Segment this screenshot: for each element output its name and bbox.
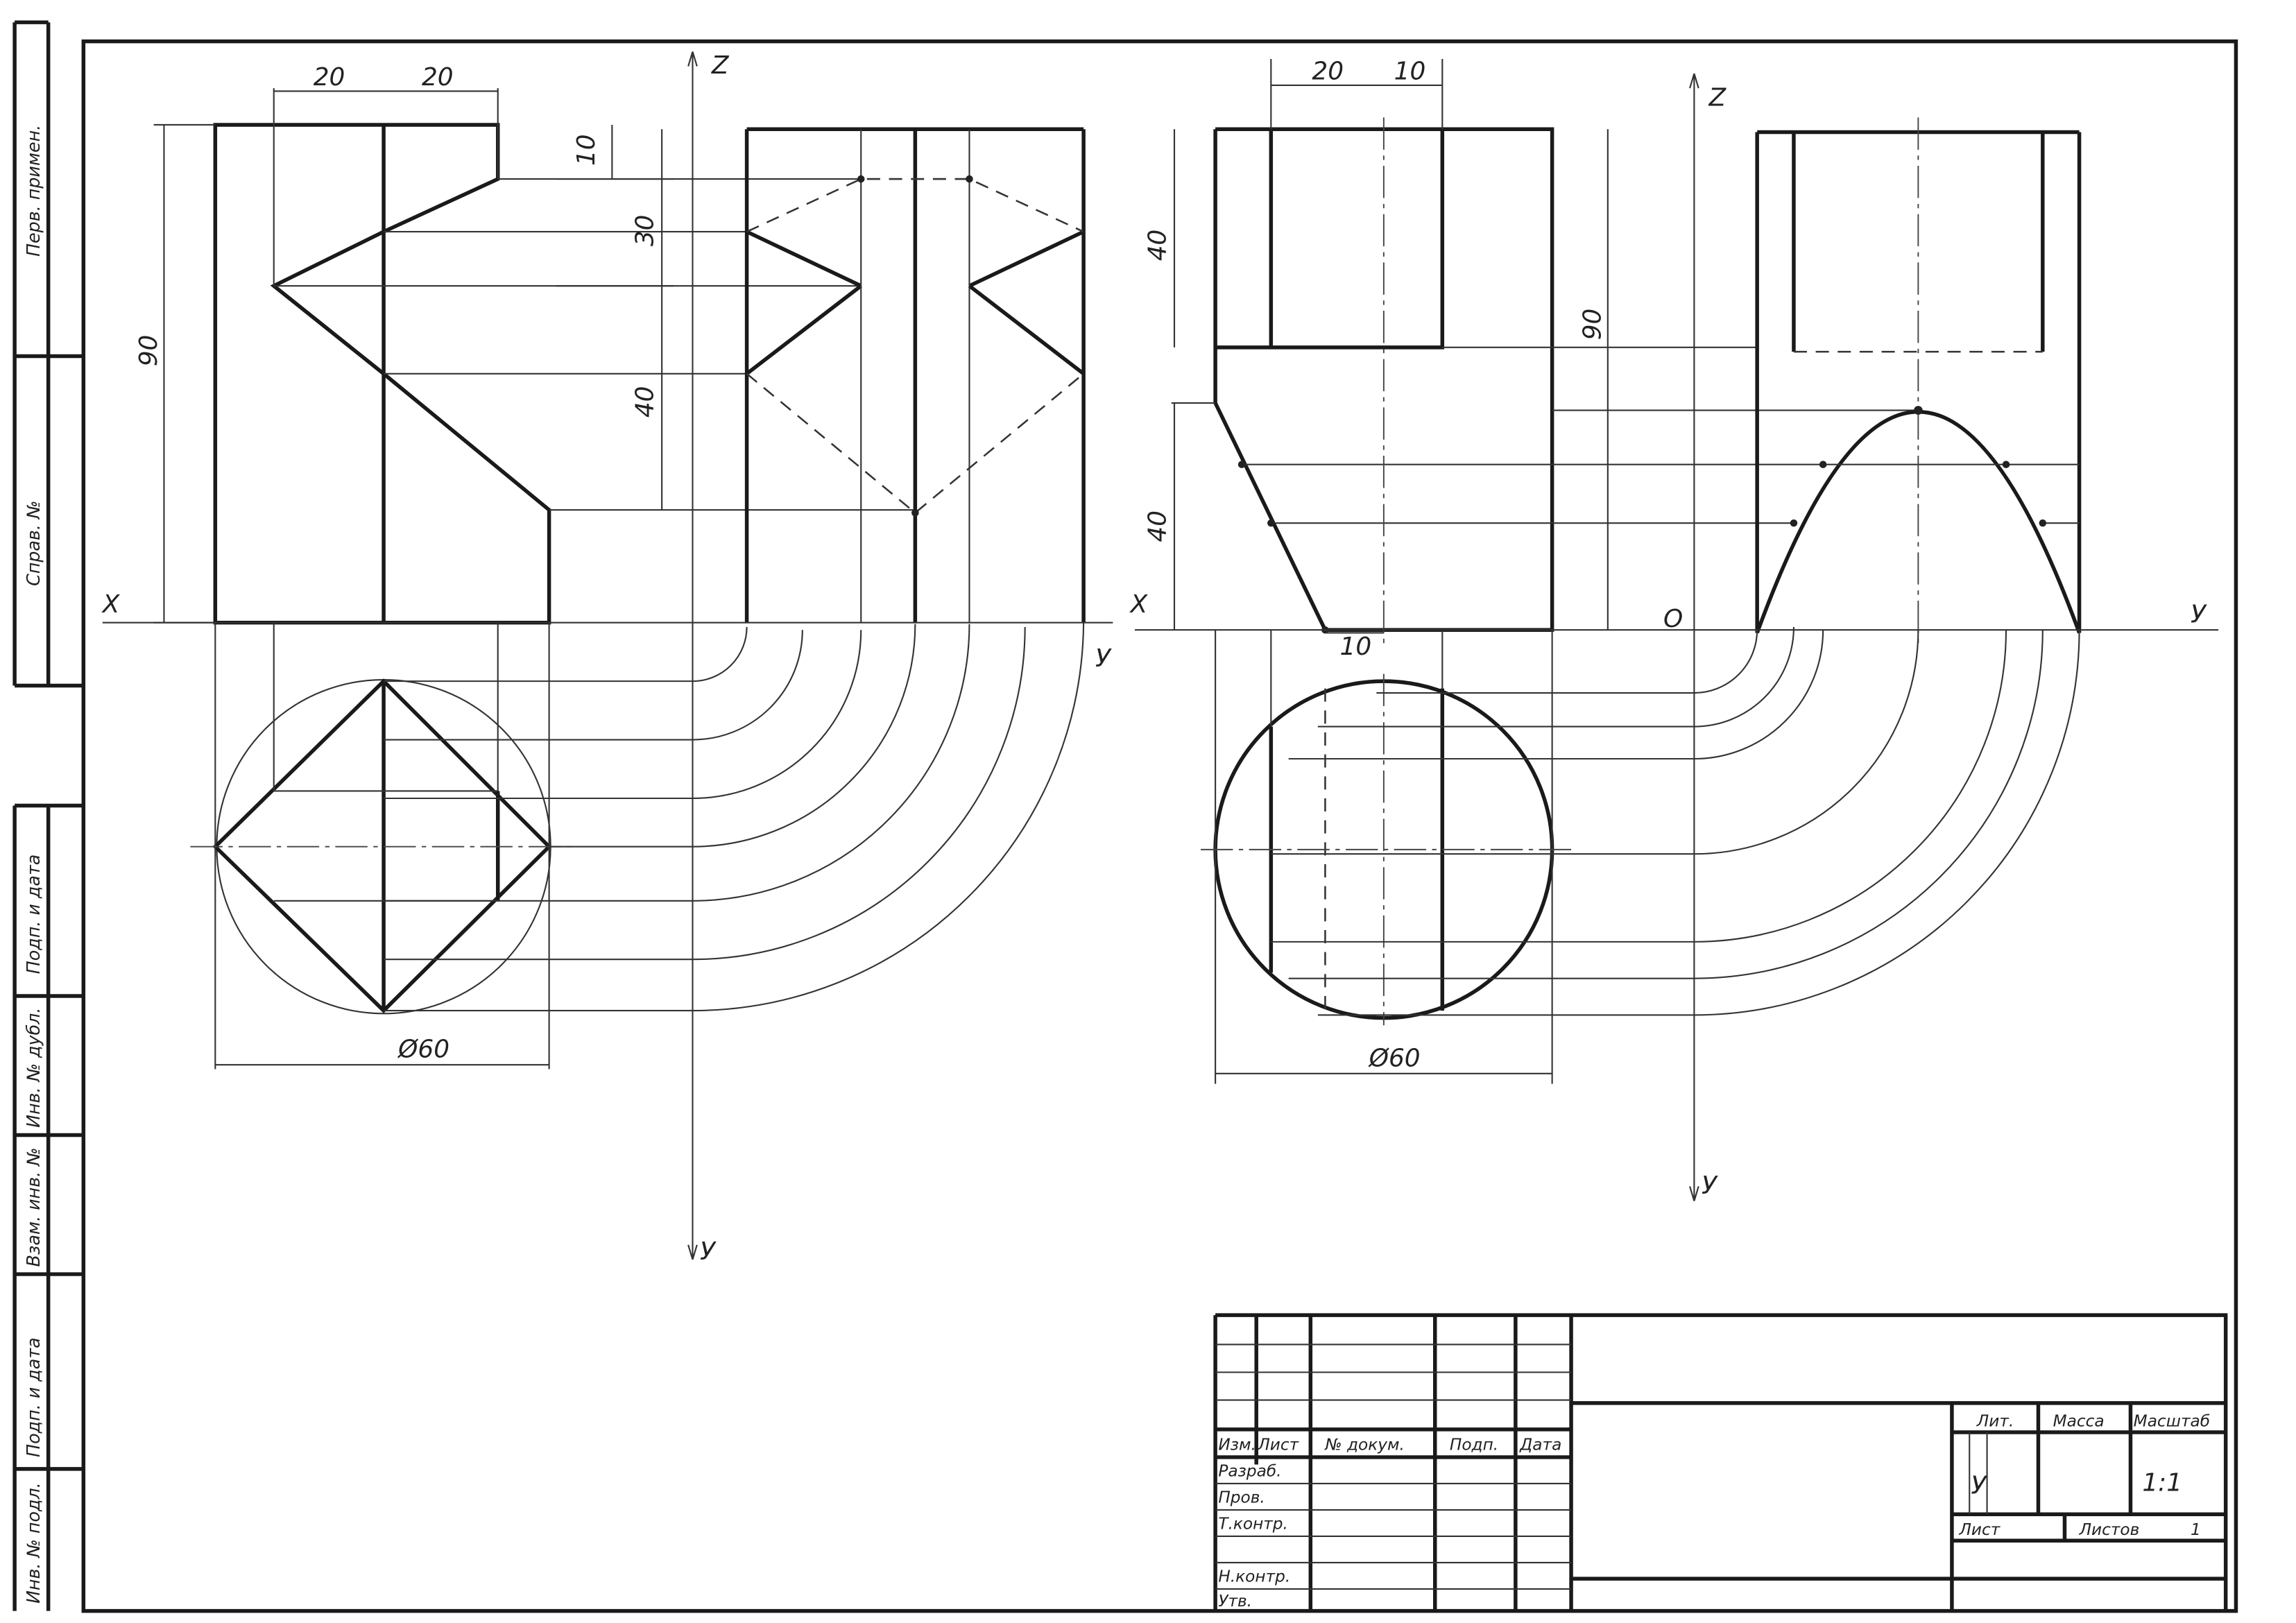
- strip-label: Подп. и дата: [23, 1337, 44, 1457]
- view2-axes: [1135, 73, 2219, 1201]
- view1-arcs: [384, 622, 1085, 1012]
- strip-label: Взам. инв. №: [23, 1148, 44, 1267]
- axis-label: Z: [711, 51, 730, 80]
- scale-value: 1:1: [2142, 1468, 2182, 1497]
- dim-label: 40: [1143, 510, 1172, 542]
- header-date: Дата: [1519, 1435, 1561, 1454]
- row-label: Н.контр.: [1218, 1567, 1290, 1586]
- scale-label: Масштаб: [2134, 1412, 2210, 1431]
- strip-label: Инв. № подл.: [23, 1482, 44, 1604]
- axis-label: X: [101, 590, 121, 619]
- view1-front: [213, 88, 916, 625]
- dim-label: 10: [1394, 58, 1426, 86]
- dim-label: 90: [1578, 309, 1607, 341]
- axis-label: У: [2191, 601, 2207, 629]
- strip-label: Подп. и дата: [23, 855, 44, 974]
- dim-label: Ø60: [1368, 1044, 1421, 1072]
- lit-label: Лит.: [1976, 1412, 2014, 1431]
- sheets-label: Листов: [2079, 1520, 2140, 1539]
- dim-label: 10: [572, 134, 601, 166]
- header-signature: Подп.: [1450, 1435, 1498, 1454]
- dim-label: Ø60: [397, 1036, 449, 1064]
- dim-label: 20: [314, 63, 345, 92]
- view2-profile: [1755, 117, 2082, 645]
- row-label: Утв.: [1218, 1592, 1252, 1611]
- view2-top: [1200, 630, 1575, 1084]
- dim-label: 30: [631, 215, 659, 247]
- row-label: Разраб.: [1218, 1461, 1281, 1480]
- axis-label: Z: [1708, 84, 1727, 112]
- title-block: Изм. Лист № докум. Подп. Дата Разраб. Пр…: [1213, 1313, 2228, 1611]
- axis-label: У: [700, 1237, 717, 1266]
- view2-front: [1171, 58, 1919, 645]
- dim-label: 20: [422, 63, 454, 92]
- dim-label: 40: [631, 386, 659, 418]
- strip-label: Справ. №: [23, 501, 44, 586]
- lit-value: У: [1971, 1472, 1987, 1500]
- view2-dimensions: 20 10 40 40 90 10 Ø60 Z X O У У: [1129, 58, 2207, 1200]
- view2-arcs: [1271, 627, 2080, 1016]
- header-list: Лист: [1257, 1435, 1299, 1454]
- view1-top: [190, 622, 572, 1070]
- view1-dimensions: 20 20 90 10 30 40 Ø60 Z X У У: [101, 51, 1112, 1266]
- sheet-frame: [12, 20, 2238, 1613]
- header-izm: Изм.: [1218, 1435, 1256, 1454]
- dim-label: 40: [1143, 230, 1172, 261]
- dim-label: 90: [135, 335, 163, 367]
- sheets-value: 1: [2191, 1520, 2201, 1539]
- dim-label: 10: [1340, 633, 1372, 661]
- view1-axes: [102, 51, 1113, 1260]
- axis-label: У: [1702, 1171, 1718, 1200]
- view1-profile: [744, 127, 1086, 623]
- row-label: Пров.: [1218, 1488, 1265, 1506]
- axis-label: У: [1095, 644, 1112, 673]
- header-doc-number: № докум.: [1323, 1435, 1404, 1454]
- dim-label: 20: [1312, 58, 1344, 86]
- sheet-label: Лист: [1958, 1520, 2001, 1539]
- strip-label: Перв. примен.: [23, 125, 44, 257]
- axis-label: O: [1663, 605, 1683, 633]
- side-strip-labels: Перв. примен. Справ. № Подп. и дата Инв.…: [23, 125, 44, 1604]
- axis-label: X: [1129, 590, 1149, 619]
- strip-label: Инв. № дубл.: [23, 1008, 44, 1128]
- row-label: Т.контр.: [1218, 1514, 1288, 1533]
- mass-label: Масса: [2053, 1412, 2105, 1431]
